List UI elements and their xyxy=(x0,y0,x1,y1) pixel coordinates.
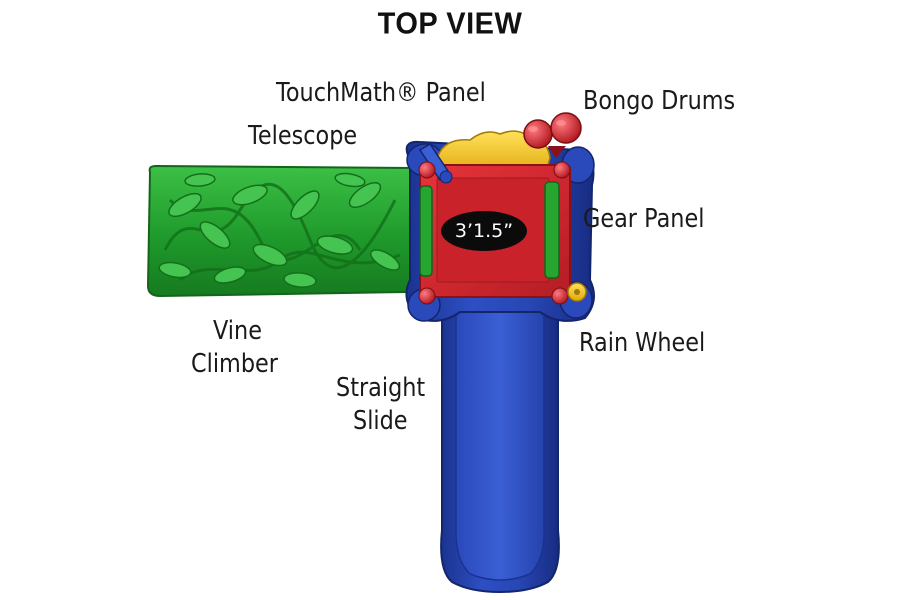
label-vine-climber-line2: Climber xyxy=(191,349,278,379)
label-rain-wheel: Rain Wheel xyxy=(579,328,706,358)
label-touchmath-panel: TouchMath® Panel xyxy=(276,78,486,108)
diagram-title: TOP VIEW xyxy=(377,7,523,41)
straight-slide-shape xyxy=(440,291,560,594)
dimension-badge xyxy=(441,211,527,251)
label-straight-slide-line2: Slide xyxy=(353,406,408,436)
label-straight-slide-line1: Straight xyxy=(336,373,426,403)
label-vine-climber-line1: Vine xyxy=(213,316,262,346)
deck-height-dimension: 3’1.5” xyxy=(454,220,514,242)
vine-climber-shape xyxy=(146,164,419,298)
rain-wheel-shape xyxy=(567,282,587,302)
bongo-drums-shape xyxy=(523,112,582,158)
gear-panel-shape xyxy=(544,181,560,279)
label-gear-panel: Gear Panel xyxy=(583,204,705,234)
label-telescope: Telescope xyxy=(248,121,358,151)
label-bongo-drums: Bongo Drums xyxy=(583,86,736,116)
corner-posts xyxy=(418,161,571,305)
